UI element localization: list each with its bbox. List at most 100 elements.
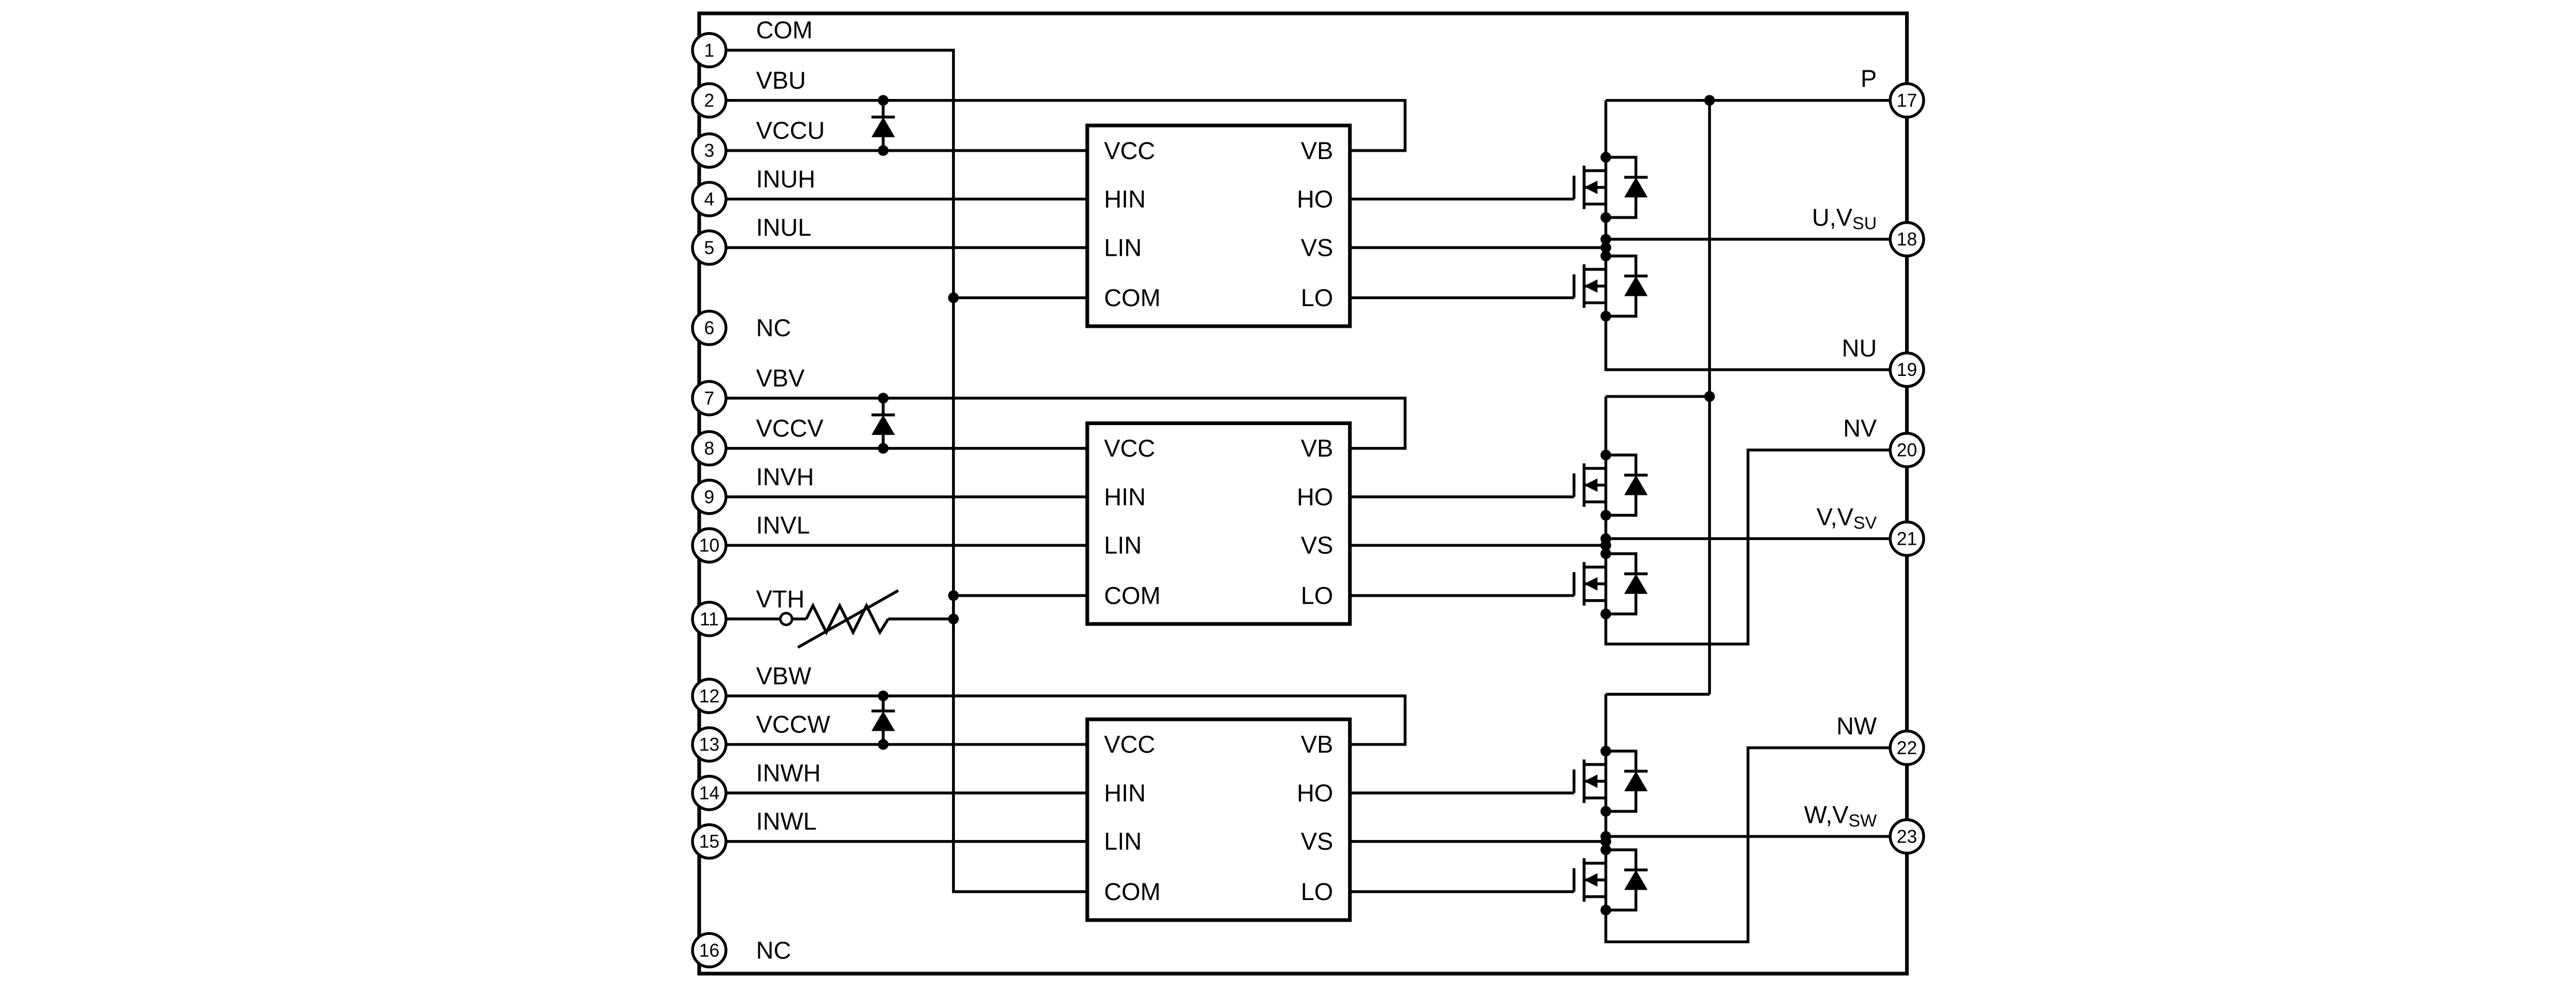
pin-right-17: 17 [1888, 82, 1925, 119]
pin-label: INWH [756, 759, 821, 786]
pin-circle [1888, 351, 1925, 388]
driver-ic-w: VCC HIN LIN COM VB HO VS LO [1085, 717, 1352, 922]
pin-left-10: 10 [691, 527, 728, 564]
pin-label: VBU [756, 67, 806, 94]
bootstrap-diode-w [871, 696, 895, 745]
pin-number: 20 [1897, 440, 1917, 461]
pin-circle [691, 527, 728, 564]
pin-label: VCCU [756, 117, 825, 144]
pin-left-7: 7 [691, 380, 728, 417]
pin-circle [1888, 431, 1925, 469]
driver-ic-box [1085, 124, 1352, 328]
ic-pin-label: LIN [1104, 828, 1142, 855]
ic-pin-label: LIN [1104, 532, 1142, 559]
output-wires [1606, 237, 1890, 838]
pin-number: 8 [704, 438, 714, 459]
pin-circle [691, 181, 728, 217]
ic-pin-label: COM [1104, 878, 1161, 905]
ic-pin-label: LO [1301, 284, 1333, 311]
pin-label: INVL [756, 512, 810, 539]
pin-circle [691, 310, 728, 346]
pin-right-21: 21 [1888, 520, 1925, 557]
w-halfbridge-wire [1604, 694, 1890, 944]
u-phase-input-wires [726, 149, 1088, 249]
pin-number: 5 [704, 237, 714, 258]
wires [726, 49, 1890, 944]
pin-circle [691, 82, 728, 119]
pin-left-1: 1 [691, 31, 728, 69]
pin-number: 21 [1897, 529, 1917, 549]
pin-circle [691, 726, 728, 763]
com-bus-wire [726, 49, 1088, 893]
driver-ic-box [1085, 421, 1352, 626]
pin-left-14: 14 [691, 775, 728, 811]
ic-pin-label: VB [1301, 137, 1333, 164]
ic-pin-label: LIN [1104, 234, 1142, 261]
driver-ic-v: VCC HIN LIN COM VB HO VS LO [1085, 421, 1352, 626]
pin-label: V,VSV [1816, 504, 1877, 533]
pin-label: COM [756, 17, 813, 43]
ic-pin-label: LO [1301, 582, 1333, 609]
v-phase-input-wires [726, 447, 1088, 547]
bootstrap-diode-u [871, 100, 895, 151]
pin-label: VBW [756, 663, 812, 689]
pin-number: 18 [1897, 229, 1917, 249]
pin-label: VTH [756, 585, 805, 612]
pin-label: W,VSW [1804, 801, 1876, 830]
pin-label: INWL [756, 808, 817, 835]
ic-pin-label: LO [1301, 878, 1333, 905]
pin-left-13: 13 [691, 726, 728, 763]
pin-label: NC [756, 937, 791, 964]
pin-circle [691, 229, 728, 266]
pin-label: INUL [756, 214, 812, 241]
mosfet-v-high [1574, 450, 1648, 521]
ic-pin-label: VS [1301, 828, 1333, 855]
pin-number: 17 [1897, 90, 1917, 111]
pin-label: U,VSU [1812, 204, 1876, 233]
pin-left-16: 16 [691, 931, 728, 969]
ic-pin-label: VS [1301, 532, 1333, 559]
pin-circle [691, 31, 728, 69]
vbv-wire [726, 397, 1407, 450]
pin-circle [691, 132, 728, 169]
ic-pin-label: COM [1104, 284, 1161, 311]
left-pin-labels: COM VBU VCCU INUH INUL NC VBV VCCV INVH … [756, 17, 830, 964]
pin-number: 4 [704, 189, 714, 209]
junction-dots [878, 95, 1715, 847]
pin-label: NV [1843, 415, 1878, 442]
pin-number: 2 [704, 90, 714, 111]
pin-number: 6 [704, 318, 714, 338]
pin-circle [691, 931, 728, 969]
ic-pin-label: VCC [1104, 731, 1155, 758]
pin-number: 9 [704, 486, 714, 507]
pin-number: 7 [704, 388, 714, 409]
ic-pin-label: HIN [1104, 186, 1146, 213]
thermistor-terminal [779, 612, 793, 627]
v-halfbridge-wire [1604, 396, 1890, 646]
pin-left-9: 9 [691, 478, 728, 516]
pin-number: 12 [699, 685, 720, 706]
pin-label: VCCW [756, 711, 830, 738]
pin-label: INUH [756, 165, 816, 192]
pin-right-22: 22 [1888, 730, 1925, 766]
pin-left-11: 11 [691, 601, 728, 637]
pin-label: NU [1842, 335, 1876, 362]
pin-number: 19 [1897, 359, 1917, 380]
pin-number: 3 [704, 140, 714, 161]
pin-number: 10 [699, 535, 720, 556]
pin-circle [1888, 730, 1925, 766]
pin-number: 16 [699, 940, 720, 961]
pin-right-19: 19 [1888, 351, 1925, 388]
pin-number: 22 [1897, 738, 1917, 758]
pin-circle [691, 601, 728, 637]
pin-right-23: 23 [1888, 818, 1925, 855]
pin-circle [691, 430, 728, 467]
ic-pin-label: COM [1104, 582, 1161, 609]
ic-pin-label: HO [1297, 186, 1333, 213]
mosfet-u-low [1574, 251, 1648, 322]
ic-pin-label: HIN [1104, 779, 1146, 806]
v-gate-wires [1350, 495, 1574, 597]
pin-label: P [1860, 65, 1876, 92]
